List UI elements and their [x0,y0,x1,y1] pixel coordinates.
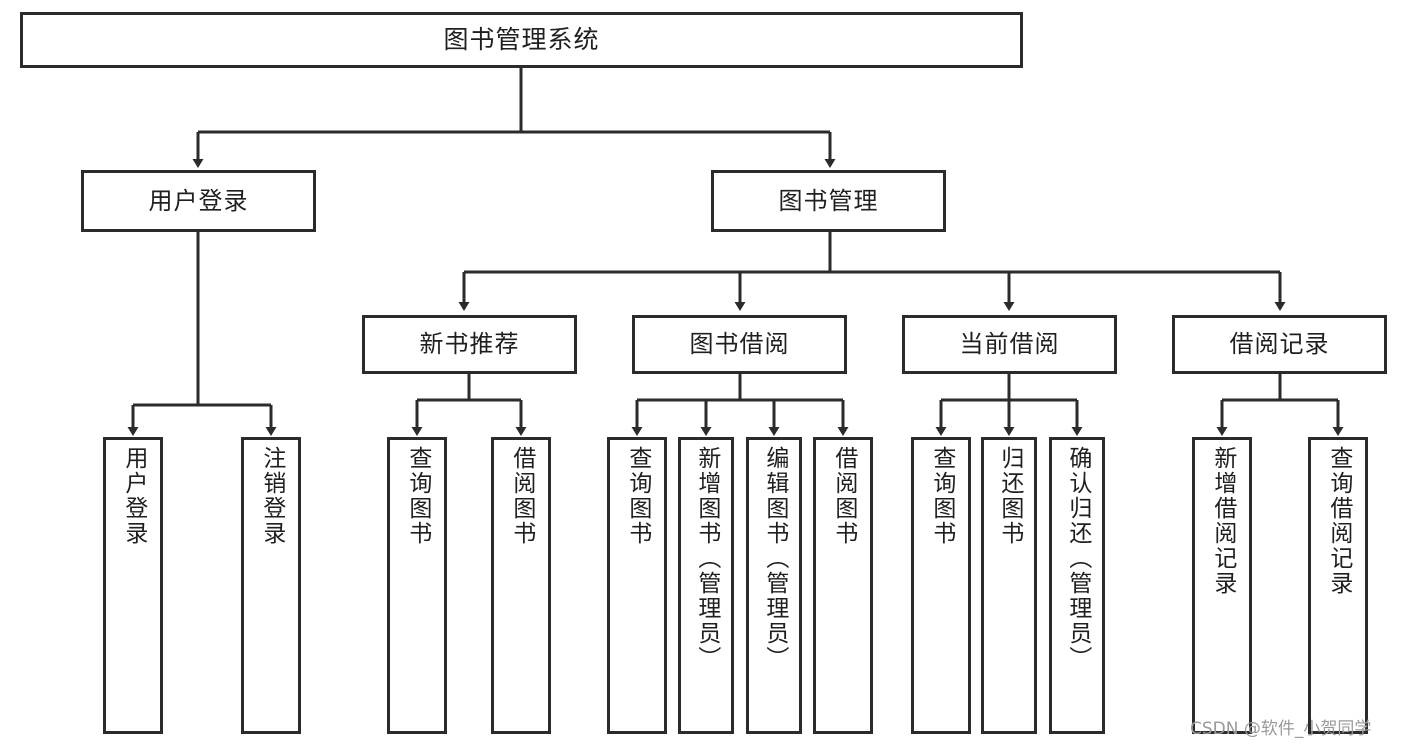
node-label: 注销登录 [258,446,285,546]
leaf-borrow-book-recommend[interactable]: 借阅图书 [491,437,551,734]
leaf-user-login[interactable]: 用户登录 [103,437,163,734]
leaf-edit-book-admin[interactable]: 编辑图书（管理员） [746,437,802,734]
node-current-borrow[interactable]: 当前借阅 [902,315,1117,374]
node-label: 查询图书 [928,446,955,546]
csdn-watermark: CSDN @软件_小贺同学 [1190,719,1372,739]
node-label: 新书推荐 [419,330,520,359]
node-label: 借阅图书 [508,446,535,546]
node-borrow-records[interactable]: 借阅记录 [1172,315,1387,374]
leaf-borrow-book[interactable]: 借阅图书 [813,437,873,734]
node-label: 确认归还（管理员） [1064,446,1091,671]
node-book-borrow[interactable]: 图书借阅 [632,315,847,374]
node-label: 借阅记录 [1229,330,1330,359]
node-label: 当前借阅 [959,330,1060,359]
leaf-query-book-current[interactable]: 查询图书 [911,437,971,734]
node-label: 新增借阅记录 [1209,446,1236,596]
node-root-system[interactable]: 图书管理系统 [20,12,1023,68]
node-label: 查询借阅记录 [1325,446,1352,596]
node-label: 新增图书（管理员） [693,446,720,671]
node-label: 图书借阅 [689,330,790,359]
leaf-add-borrow-record[interactable]: 新增借阅记录 [1192,437,1252,734]
leaf-confirm-return-admin[interactable]: 确认归还（管理员） [1049,437,1105,734]
node-label: 借阅图书 [830,446,857,546]
node-label: 查询图书 [404,446,431,546]
node-label: 编辑图书（管理员） [761,446,788,671]
leaf-return-book[interactable]: 归还图书 [981,437,1037,734]
leaf-logout[interactable]: 注销登录 [241,437,301,734]
leaf-query-book-borrow[interactable]: 查询图书 [607,437,667,734]
leaf-query-book-recommend[interactable]: 查询图书 [387,437,447,734]
node-label: 用户登录 [148,186,249,215]
node-new-book-recommend[interactable]: 新书推荐 [362,315,577,374]
node-book-management[interactable]: 图书管理 [711,170,946,232]
node-label: 用户登录 [120,446,147,546]
node-user-login[interactable]: 用户登录 [81,170,316,232]
node-label: 图书管理 [778,186,879,215]
node-label: 查询图书 [624,446,651,546]
node-label: 图书管理系统 [443,25,600,55]
leaf-add-book-admin[interactable]: 新增图书（管理员） [678,437,734,734]
leaf-query-borrow-record[interactable]: 查询借阅记录 [1308,437,1368,734]
node-label: 归还图书 [996,446,1023,546]
